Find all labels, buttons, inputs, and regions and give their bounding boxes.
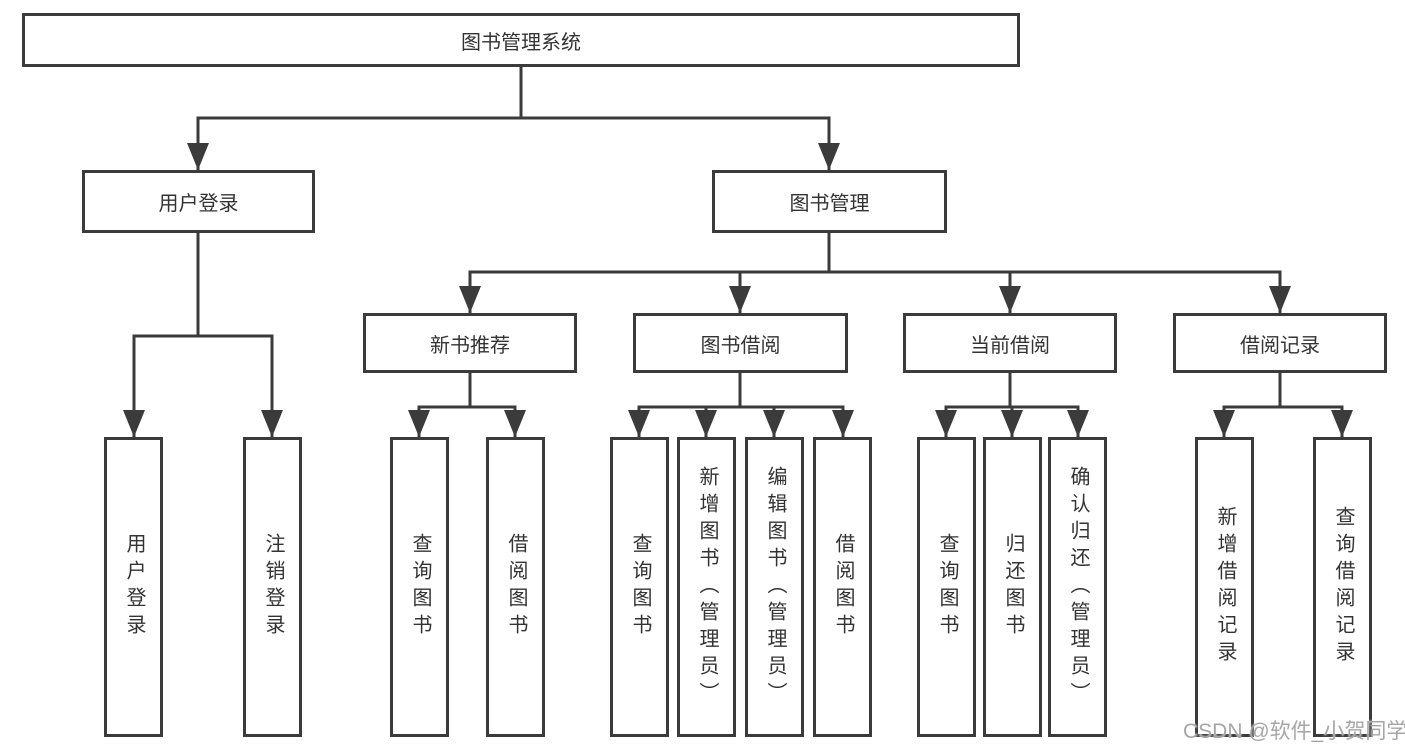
connector-bookborrow-to-children [637, 373, 845, 437]
arrowhead-icon [123, 410, 145, 437]
node-user-login: 用户登录 [82, 170, 315, 233]
arrowhead-icon [504, 410, 526, 437]
node-book-management: 图书管理 [712, 170, 947, 233]
node-current-borrow: 当前借阅 [903, 313, 1117, 373]
connector-userlogin-to-children [132, 233, 274, 437]
leaf-recommend-query-books-label: 查询图书 [409, 533, 431, 641]
node-borrow-records: 借阅记录 [1173, 313, 1387, 373]
arrowhead-icon [187, 143, 209, 170]
leaf-edit-books-admin-label: 编辑图书（管理员） [764, 465, 786, 709]
node-new-book-recommend-label: 新书推荐 [430, 334, 510, 357]
leaf-confirm-return-admin: 确认归还（管理员） [1048, 437, 1107, 737]
arrowhead-icon [818, 143, 840, 170]
arrowhead-icon [459, 286, 481, 313]
leaf-borrow-query-books-label: 查询图书 [629, 533, 651, 641]
leaf-add-borrow-record-label: 新增借阅记录 [1214, 506, 1236, 668]
leaf-add-books-admin-label: 新增图书（管理员） [696, 465, 718, 709]
arrowhead-icon [1001, 410, 1023, 437]
leaf-borrow-query-books: 查询图书 [610, 437, 669, 737]
leaf-borrow-books: 借阅图书 [813, 437, 872, 737]
node-root-label: 图书管理系统 [461, 31, 581, 54]
leaf-logout-label: 注销登录 [262, 533, 284, 641]
leaf-add-books-admin: 新增图书（管理员） [677, 437, 736, 737]
node-user-login-label: 用户登录 [158, 193, 239, 215]
arrowhead-icon [1331, 410, 1353, 437]
arrowhead-icon [695, 410, 717, 437]
leaf-user-login-label: 用户登录 [123, 533, 145, 641]
node-book-management-label: 图书管理 [789, 193, 870, 215]
leaf-edit-books-admin: 编辑图书（管理员） [745, 437, 804, 737]
node-borrow-records-label: 借阅记录 [1240, 334, 1320, 357]
leaf-return-books-label: 归还图书 [1002, 533, 1024, 641]
arrowhead-icon [1213, 410, 1235, 437]
node-current-borrow-label: 当前借阅 [970, 334, 1050, 357]
leaf-user-login: 用户登录 [104, 437, 163, 737]
arrowhead-icon [832, 410, 854, 437]
arrowhead-icon [261, 410, 283, 437]
leaf-recommend-borrow-books: 借阅图书 [486, 437, 545, 737]
leaf-borrow-books-label: 借阅图书 [832, 533, 854, 641]
leaf-recommend-borrow-books-label: 借阅图书 [505, 533, 527, 641]
arrowhead-icon [763, 410, 785, 437]
connector-root-to-level2 [196, 67, 831, 170]
leaf-current-query-books: 查询图书 [917, 437, 976, 737]
arrowhead-icon [1067, 410, 1089, 437]
leaf-add-borrow-record: 新增借阅记录 [1195, 437, 1254, 737]
leaf-confirm-return-admin-label: 确认归还（管理员） [1067, 465, 1089, 709]
connector-borrowrecords-to-children [1222, 373, 1344, 437]
leaf-query-borrow-record-label: 查询借阅记录 [1332, 506, 1354, 668]
node-root-system: 图书管理系统 [22, 13, 1020, 67]
leaf-query-borrow-record: 查询借阅记录 [1313, 437, 1372, 737]
node-book-borrow: 图书借阅 [633, 313, 848, 373]
arrowhead-icon [729, 286, 751, 313]
leaf-return-books: 归还图书 [983, 437, 1042, 737]
node-book-borrow-label: 图书借阅 [700, 334, 781, 357]
leaf-current-query-books-label: 查询图书 [936, 533, 958, 641]
node-new-book-recommend: 新书推荐 [363, 313, 577, 373]
arrowhead-icon [1269, 286, 1291, 313]
arrowhead-icon [628, 410, 650, 437]
arrowhead-icon [935, 410, 957, 437]
arrowhead-icon [408, 410, 430, 437]
arrowhead-icon [999, 286, 1021, 313]
connector-bookmgmt-to-level3 [468, 233, 1282, 313]
csdn-watermark: CSDN @软件_小贺同学 [1183, 720, 1405, 743]
connector-newbook-to-children [417, 373, 517, 437]
leaf-logout: 注销登录 [243, 437, 302, 737]
leaf-recommend-query-books: 查询图书 [390, 437, 449, 737]
